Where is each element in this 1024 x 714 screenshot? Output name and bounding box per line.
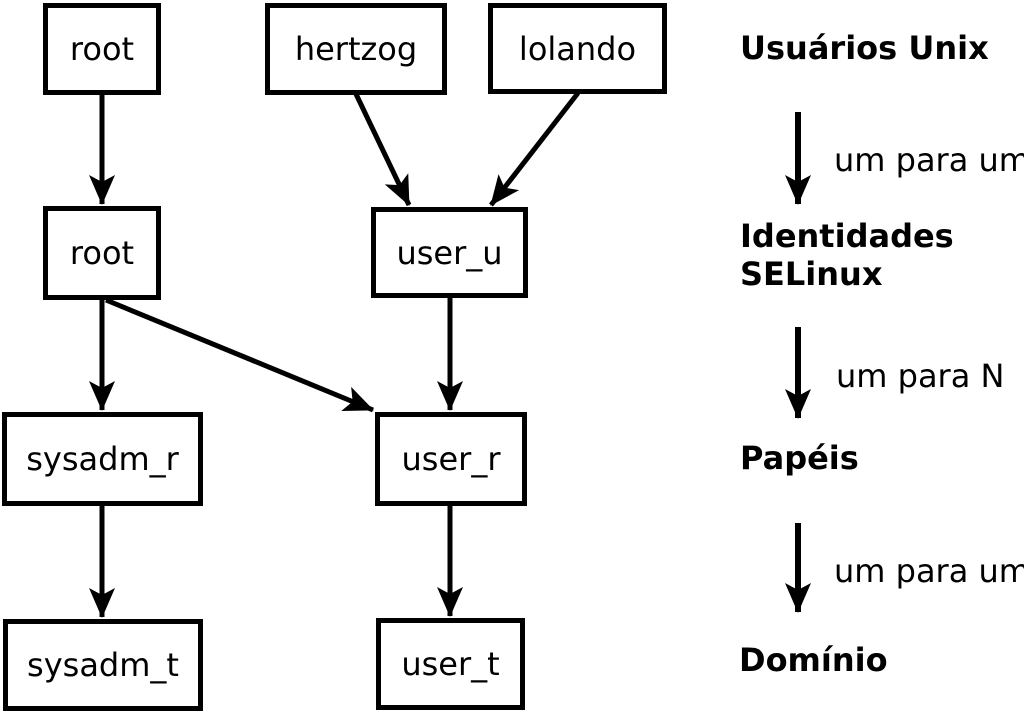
box-root-unix-label: root bbox=[69, 30, 135, 68]
box-user-r: user_r bbox=[375, 412, 527, 506]
box-root-selinux: root bbox=[43, 206, 161, 300]
box-lolando-label: lolando bbox=[518, 29, 637, 68]
legend-domain: Domínio bbox=[739, 641, 888, 679]
box-user-u-label: user_u bbox=[396, 233, 503, 272]
legend-one-to-n: um para N bbox=[836, 357, 1005, 395]
legend-selinux-identities: Identidades SELinux bbox=[740, 217, 954, 293]
box-hertzog: hertzog bbox=[265, 3, 447, 95]
box-sysadm-t-label: sysadm_t bbox=[27, 646, 179, 684]
legend-selinux-identities-line1: Identidades bbox=[740, 217, 954, 255]
box-user-r-label: user_r bbox=[401, 440, 501, 478]
box-sysadm-r-label: sysadm_r bbox=[26, 440, 179, 478]
box-lolando: lolando bbox=[488, 3, 667, 94]
legend-selinux-identities-line2: SELinux bbox=[740, 255, 883, 293]
arrow-lolando-to-user-u bbox=[489, 91, 580, 207]
box-user-t: user_t bbox=[376, 618, 525, 710]
legend-one-to-one-1: um para um bbox=[834, 141, 1024, 179]
legend-unix-users: Usuários Unix bbox=[740, 29, 989, 67]
box-sysadm-t: sysadm_t bbox=[3, 619, 203, 711]
box-hertzog-label: hertzog bbox=[294, 30, 418, 68]
box-root-selinux-label: root bbox=[69, 234, 135, 272]
legend-roles: Papéis bbox=[740, 439, 859, 477]
box-root-unix: root bbox=[43, 3, 161, 95]
arrow-root-selinux-to-user-r bbox=[105, 297, 374, 413]
box-user-t-label: user_t bbox=[401, 645, 500, 683]
arrow-hertzog-to-user-u bbox=[353, 92, 412, 207]
legend-one-to-one-2: um para um bbox=[834, 552, 1024, 590]
box-user-u: user_u bbox=[371, 207, 528, 298]
box-sysadm-r: sysadm_r bbox=[2, 412, 203, 506]
